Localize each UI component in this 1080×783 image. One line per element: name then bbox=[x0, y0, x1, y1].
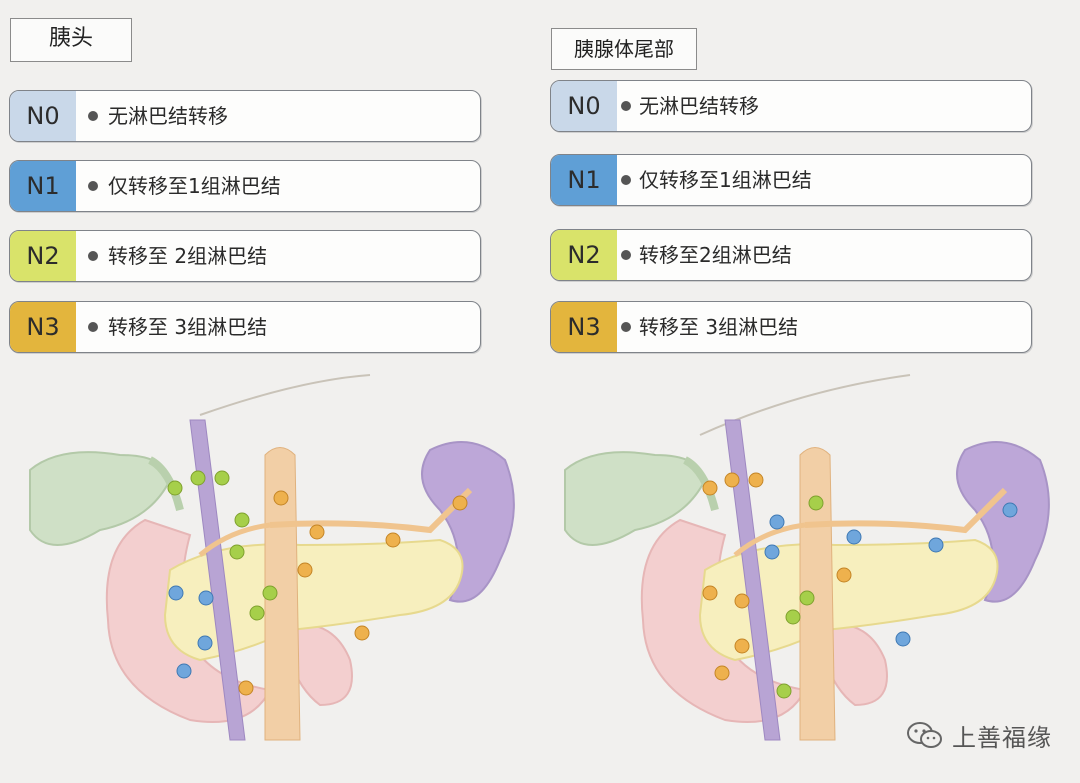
stage-row-n2: N2 转移至 2组淋巴结 bbox=[9, 230, 481, 282]
watermark: 上善福缘 bbox=[906, 718, 1052, 753]
lymph-node-n2 bbox=[234, 512, 250, 528]
splenic-artery bbox=[804, 487, 1008, 534]
lymph-node-n2 bbox=[214, 470, 230, 486]
lymph-node-n3 bbox=[238, 680, 254, 696]
stage-code: N1 bbox=[10, 161, 76, 211]
stage-row-n1: N1 仅转移至1组淋巴结 bbox=[550, 154, 1032, 206]
lymph-node-n3 bbox=[354, 625, 370, 641]
stage-code: N2 bbox=[10, 231, 76, 281]
stage-description: 转移至2组淋巴结 bbox=[639, 243, 792, 267]
watermark-text: 上善福缘 bbox=[952, 724, 1052, 752]
stage-code: N0 bbox=[551, 81, 617, 131]
bullet-icon bbox=[88, 111, 98, 121]
stage-description: 仅转移至1组淋巴结 bbox=[639, 168, 812, 192]
lymph-node-n3 bbox=[452, 495, 468, 511]
lymph-node-n3 bbox=[385, 532, 401, 548]
lymph-node-n1 bbox=[176, 663, 192, 679]
lymph-node-n3 bbox=[297, 562, 313, 578]
stage-code: N3 bbox=[551, 302, 617, 352]
lymph-node-n1 bbox=[846, 529, 862, 545]
bullet-icon bbox=[88, 181, 98, 191]
stage-row-n2: N2 转移至2组淋巴结 bbox=[550, 229, 1032, 281]
cystic-duct bbox=[147, 456, 184, 511]
lymph-node-n1 bbox=[168, 585, 184, 601]
lymph-node-n2 bbox=[262, 585, 278, 601]
lymph-nodes bbox=[702, 472, 1018, 699]
lymph-node-n1 bbox=[928, 537, 944, 553]
bullet-icon bbox=[621, 250, 631, 260]
stage-code: N3 bbox=[10, 302, 76, 352]
lymph-node-n1 bbox=[895, 631, 911, 647]
stage-row-n1: N1 仅转移至1组淋巴结 bbox=[9, 160, 481, 212]
hepatic-artery bbox=[198, 522, 271, 557]
stage-description: 无淋巴结转移 bbox=[639, 94, 759, 118]
lymph-node-n3 bbox=[734, 593, 750, 609]
lymph-node-n2 bbox=[167, 480, 183, 496]
stage-description: 转移至 3组淋巴结 bbox=[108, 315, 268, 339]
lymph-node-n3 bbox=[702, 585, 718, 601]
lymph-node-n2 bbox=[808, 495, 824, 511]
lymph-node-n3 bbox=[724, 472, 740, 488]
inferior-vena-cava bbox=[189, 419, 246, 741]
wechat-icon bbox=[907, 721, 942, 748]
panel-pancreatic-body-tail: 胰腺体尾部 N0 无淋巴结转移 N1 仅转移至1组淋巴结 N2 转移至2组淋巴结… bbox=[540, 0, 1080, 783]
stage-row-n0: N0 无淋巴结转移 bbox=[550, 80, 1032, 132]
stage-code: N0 bbox=[10, 91, 76, 141]
stage-code: N2 bbox=[551, 230, 617, 280]
stage-description: 转移至 2组淋巴结 bbox=[108, 244, 268, 268]
bullet-icon bbox=[621, 101, 631, 111]
liver-outline bbox=[699, 374, 911, 436]
lymph-node-n3 bbox=[273, 490, 289, 506]
panel-title: 胰头 bbox=[10, 18, 132, 62]
lymph-node-n2 bbox=[785, 609, 801, 625]
lymph-node-n1 bbox=[769, 514, 785, 530]
pancreas bbox=[163, 538, 464, 662]
lymph-node-n1 bbox=[764, 544, 780, 560]
lymph-node-n3 bbox=[836, 567, 852, 583]
lymph-node-n1 bbox=[197, 635, 213, 651]
bullet-icon bbox=[621, 175, 631, 185]
inferior-vena-cava bbox=[724, 419, 781, 741]
lymph-node-n3 bbox=[702, 480, 718, 496]
pancreas-diagram-body-tail bbox=[564, 374, 1050, 741]
stage-description: 无淋巴结转移 bbox=[108, 104, 228, 128]
stage-description: 仅转移至1组淋巴结 bbox=[108, 174, 281, 198]
lymph-node-n3 bbox=[748, 472, 764, 488]
lymph-nodes bbox=[167, 470, 468, 696]
hepatic-artery bbox=[733, 522, 806, 557]
lymph-node-n3 bbox=[714, 665, 730, 681]
lymph-node-n2 bbox=[799, 590, 815, 606]
lymph-node-n2 bbox=[776, 683, 792, 699]
aorta bbox=[799, 447, 836, 741]
panel-title: 胰腺体尾部 bbox=[551, 28, 697, 70]
stage-row-n3: N3 转移至 3组淋巴结 bbox=[9, 301, 481, 353]
bullet-icon bbox=[88, 251, 98, 261]
bullet-icon bbox=[621, 322, 631, 332]
spleen bbox=[956, 441, 1050, 603]
spleen bbox=[421, 441, 515, 603]
stage-row-n0: N0 无淋巴结转移 bbox=[9, 90, 481, 142]
cystic-duct bbox=[682, 456, 719, 511]
panel-pancreatic-head: 胰头 N0 无淋巴结转移 N1 仅转移至1组淋巴结 N2 转移至 2组淋巴结 N… bbox=[9, 18, 515, 741]
lymph-node-n1 bbox=[1002, 502, 1018, 518]
stage-row-n3: N3 转移至 3组淋巴结 bbox=[550, 301, 1032, 353]
lymph-node-n1 bbox=[198, 590, 214, 606]
pancreas bbox=[698, 538, 999, 662]
pancreas-diagram-head bbox=[29, 374, 515, 741]
aorta bbox=[264, 447, 301, 741]
lymph-node-n3 bbox=[734, 638, 750, 654]
stage-code: N1 bbox=[551, 155, 617, 205]
lymph-node-n2 bbox=[249, 605, 265, 621]
lymph-node-n3 bbox=[309, 524, 325, 540]
stage-description: 转移至 3组淋巴结 bbox=[639, 315, 799, 339]
lymph-node-n2 bbox=[190, 470, 206, 486]
bullet-icon bbox=[88, 322, 98, 332]
lymph-node-n2 bbox=[229, 544, 245, 560]
liver-outline bbox=[199, 374, 371, 416]
